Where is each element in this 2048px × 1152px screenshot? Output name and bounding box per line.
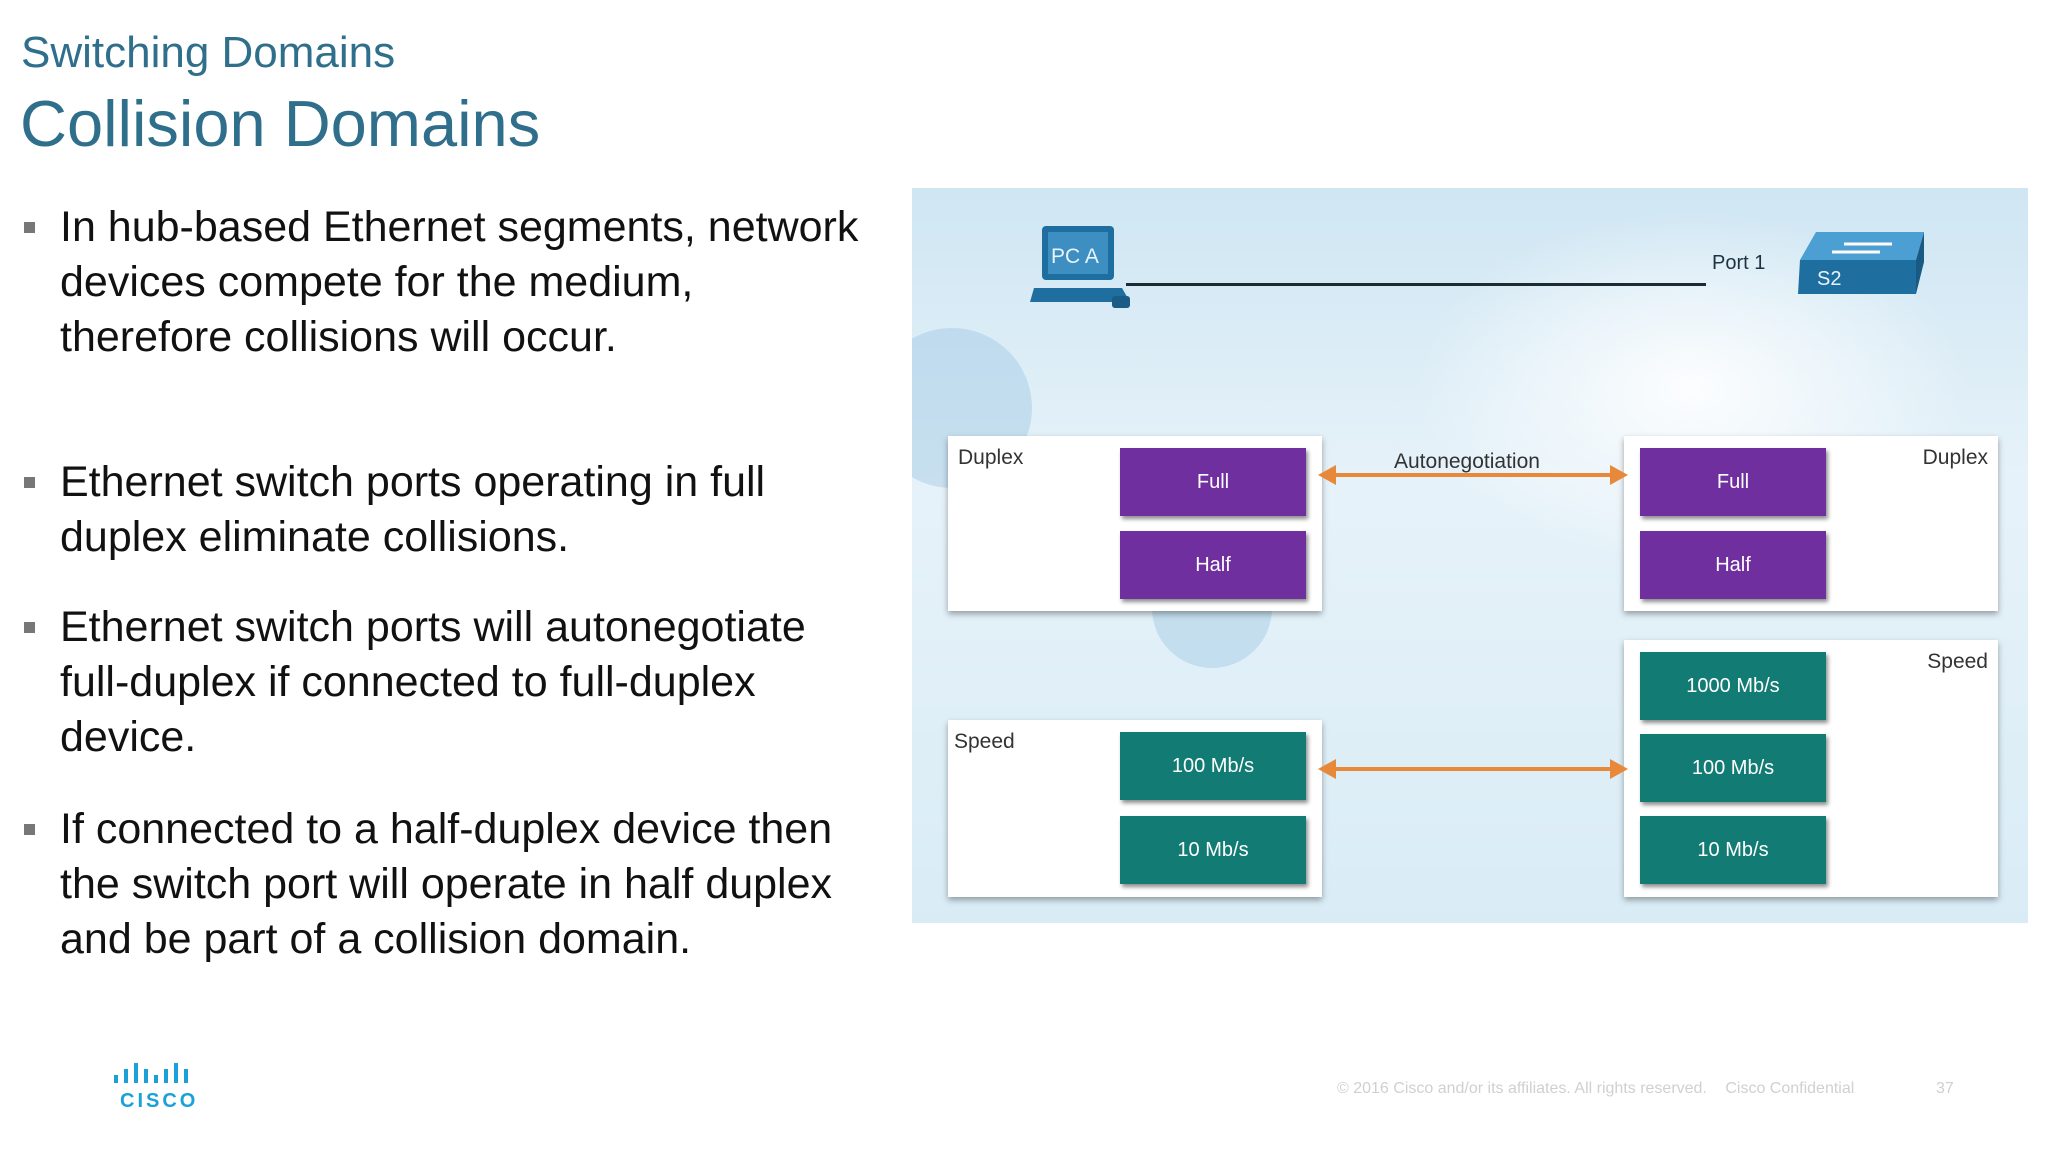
section-subtitle: Switching Domains (21, 28, 396, 77)
right-duplex-panel: Duplex Full Half (1624, 436, 1998, 611)
network-diagram: PC A Port 1 S2 Duplex Full Half Duplex F… (912, 188, 2028, 923)
port-label: Port 1 (1712, 252, 1766, 274)
bullet-marker (24, 222, 35, 233)
speed-10-box: 10 Mb/s (1120, 816, 1306, 884)
bullet-item: In hub-based Ethernet segments, network … (22, 200, 862, 365)
duplex-half-box: Half (1120, 531, 1306, 599)
cisco-bars-icon (114, 1063, 188, 1083)
ethernet-link (1126, 283, 1706, 286)
duplex-full-box: Full (1120, 448, 1306, 516)
pc-icon (1030, 226, 1130, 308)
speed-100-box: 100 Mb/s (1120, 732, 1306, 800)
footer-text: © 2016 Cisco and/or its affiliates. All … (1337, 1080, 1868, 1098)
bullet-marker (24, 622, 35, 633)
duplex-full-box: Full (1640, 448, 1826, 516)
slide-title: Collision Domains (20, 87, 541, 160)
confidential-text: Cisco Confidential (1725, 1080, 1855, 1097)
page-number: 37 (1936, 1080, 1954, 1097)
left-duplex-panel: Duplex Full Half (948, 436, 1322, 611)
speed-10-box: 10 Mb/s (1640, 816, 1826, 884)
switch-icon (1798, 232, 1924, 294)
right-speed-panel: Speed 1000 Mb/s 100 Mb/s 10 Mb/s (1624, 640, 1998, 897)
duplex-label: Duplex (1922, 446, 1988, 469)
copyright-text: © 2016 Cisco and/or its affiliates. All … (1337, 1080, 1707, 1097)
cisco-wordmark: CISCO (120, 1090, 199, 1112)
duplex-label: Duplex (958, 446, 1024, 469)
bullet-marker (24, 477, 35, 488)
speed-label: Speed (954, 730, 1015, 753)
bullet-item: If connected to a half-duplex device the… (22, 802, 862, 967)
bullet-text: Ethernet switch ports will autonegotiate… (60, 603, 806, 761)
speed-label: Speed (1927, 650, 1988, 673)
bullet-text: Ethernet switch ports operating in full … (60, 458, 766, 561)
speed-1000-box: 1000 Mb/s (1640, 652, 1826, 720)
left-speed-panel: Speed 100 Mb/s 10 Mb/s (948, 720, 1322, 897)
speed-arrow-icon (1318, 759, 1628, 779)
autonegotiation-label: Autonegotiation (1394, 450, 1540, 473)
bullet-text: If connected to a half-duplex device the… (60, 805, 833, 963)
bullet-item: Ethernet switch ports operating in full … (22, 455, 862, 565)
switch-label: S2 (1817, 268, 1842, 290)
bullet-text: In hub-based Ethernet segments, network … (60, 203, 859, 361)
duplex-half-box: Half (1640, 531, 1826, 599)
duplex-arrow-icon (1318, 465, 1628, 485)
bullet-marker (24, 824, 35, 835)
cisco-logo: CISCO (112, 1063, 198, 1113)
bullet-item: Ethernet switch ports will autonegotiate… (22, 600, 862, 765)
speed-100-box: 100 Mb/s (1640, 734, 1826, 802)
pc-label: PC A (1051, 245, 1099, 268)
